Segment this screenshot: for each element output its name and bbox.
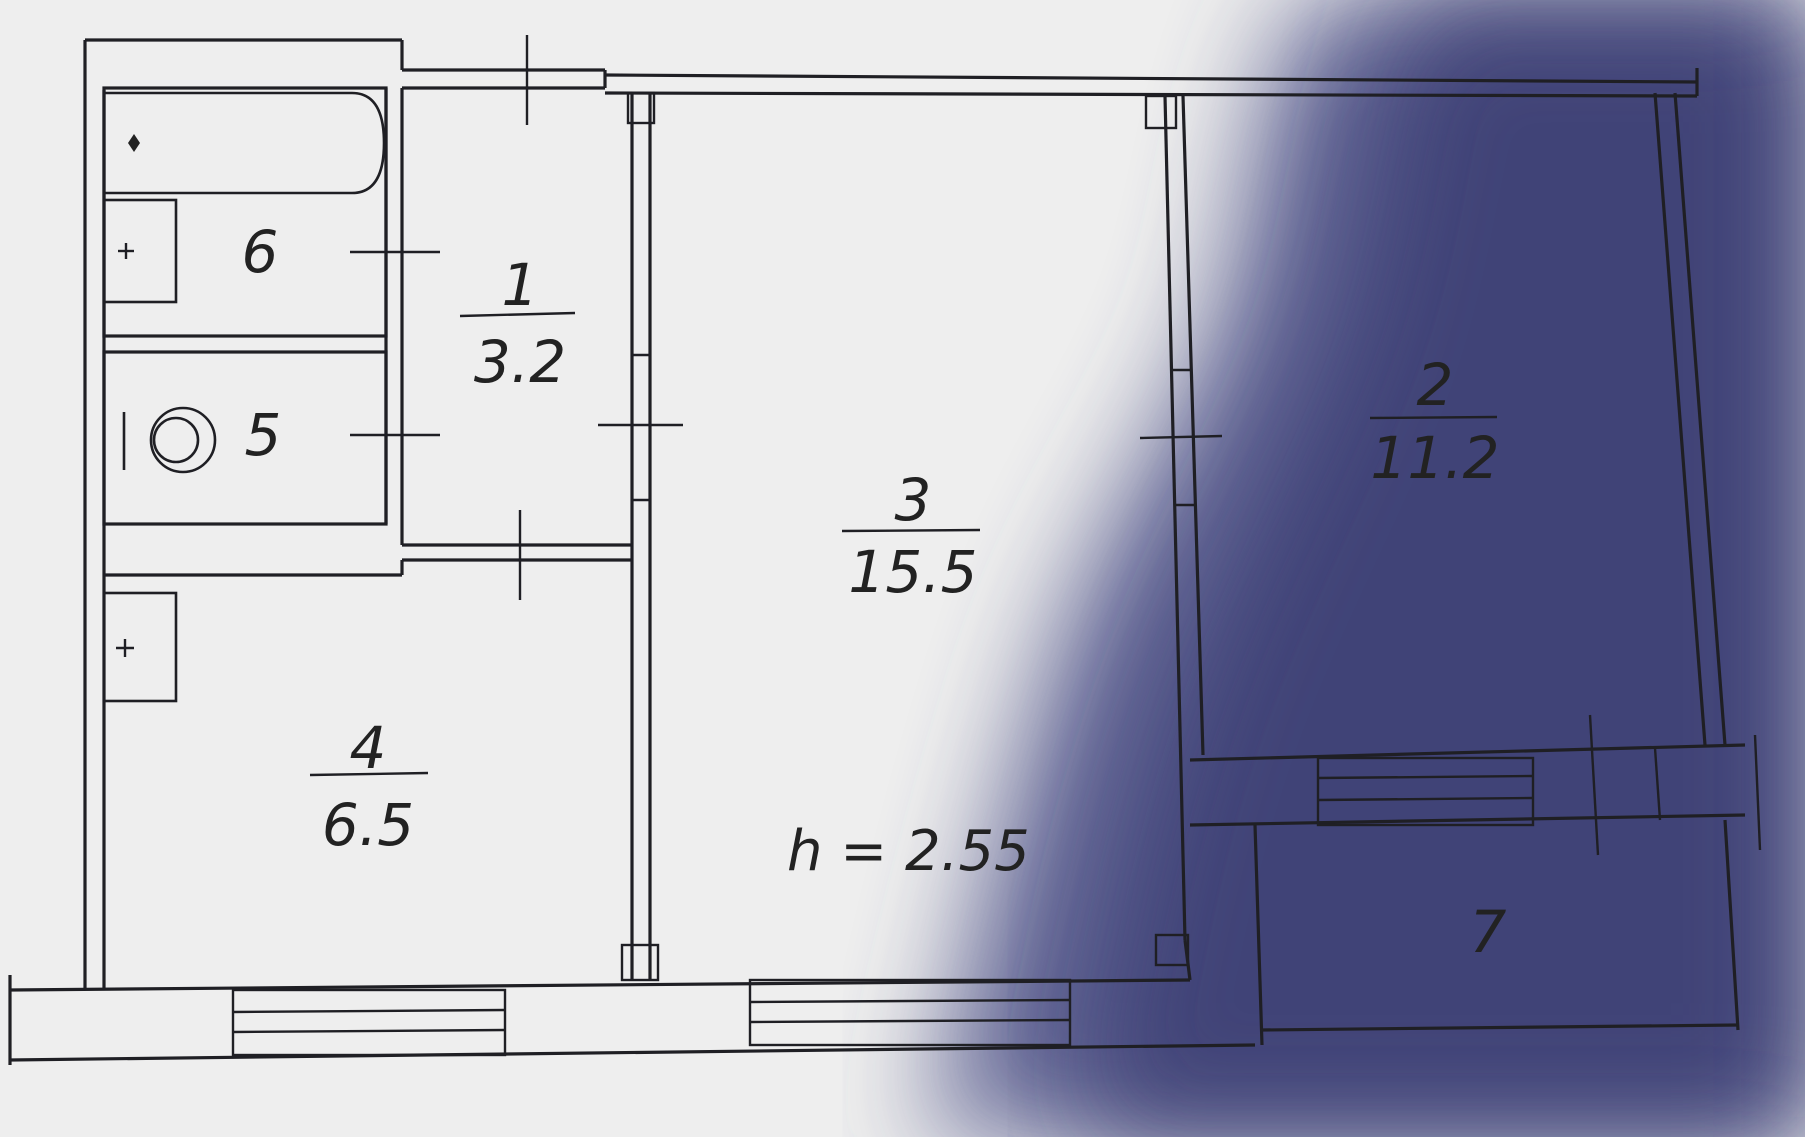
interior-walls bbox=[102, 86, 1762, 1046]
room-1-number: 1 bbox=[502, 251, 539, 319]
room-6-number: 6 bbox=[242, 218, 279, 286]
outer-walls bbox=[8, 38, 1727, 1065]
toilet-icon bbox=[122, 406, 217, 474]
room-4-area: 6.5 bbox=[322, 791, 414, 859]
kitchen-sink-icon bbox=[102, 591, 178, 703]
room-7-number: 7 bbox=[1470, 898, 1507, 966]
room-3-label: 3 15.5 bbox=[841, 466, 981, 606]
room-3-area: 15.5 bbox=[848, 538, 977, 606]
ceiling-height: h = 2.55 bbox=[787, 819, 1030, 884]
room-5-label: 5 bbox=[245, 401, 282, 469]
room-4-label: 4 6.5 bbox=[309, 714, 429, 859]
room-1-label: 1 3.2 bbox=[459, 251, 576, 396]
room-2-number: 2 bbox=[1417, 351, 1454, 419]
washbasin-icon bbox=[102, 198, 178, 304]
room-2-label: 2 11.2 bbox=[1369, 351, 1500, 492]
room-2-area: 11.2 bbox=[1370, 424, 1499, 492]
room-6-label: 6 bbox=[242, 218, 279, 286]
room-3-number: 3 bbox=[895, 466, 932, 534]
room-7-label: 7 bbox=[1470, 898, 1507, 966]
bathtub-icon bbox=[104, 91, 386, 195]
door-marks bbox=[350, 35, 1600, 856]
room-5-number: 5 bbox=[245, 401, 282, 469]
room-1-area: 3.2 bbox=[474, 328, 566, 396]
room-4-number: 4 bbox=[350, 714, 387, 782]
